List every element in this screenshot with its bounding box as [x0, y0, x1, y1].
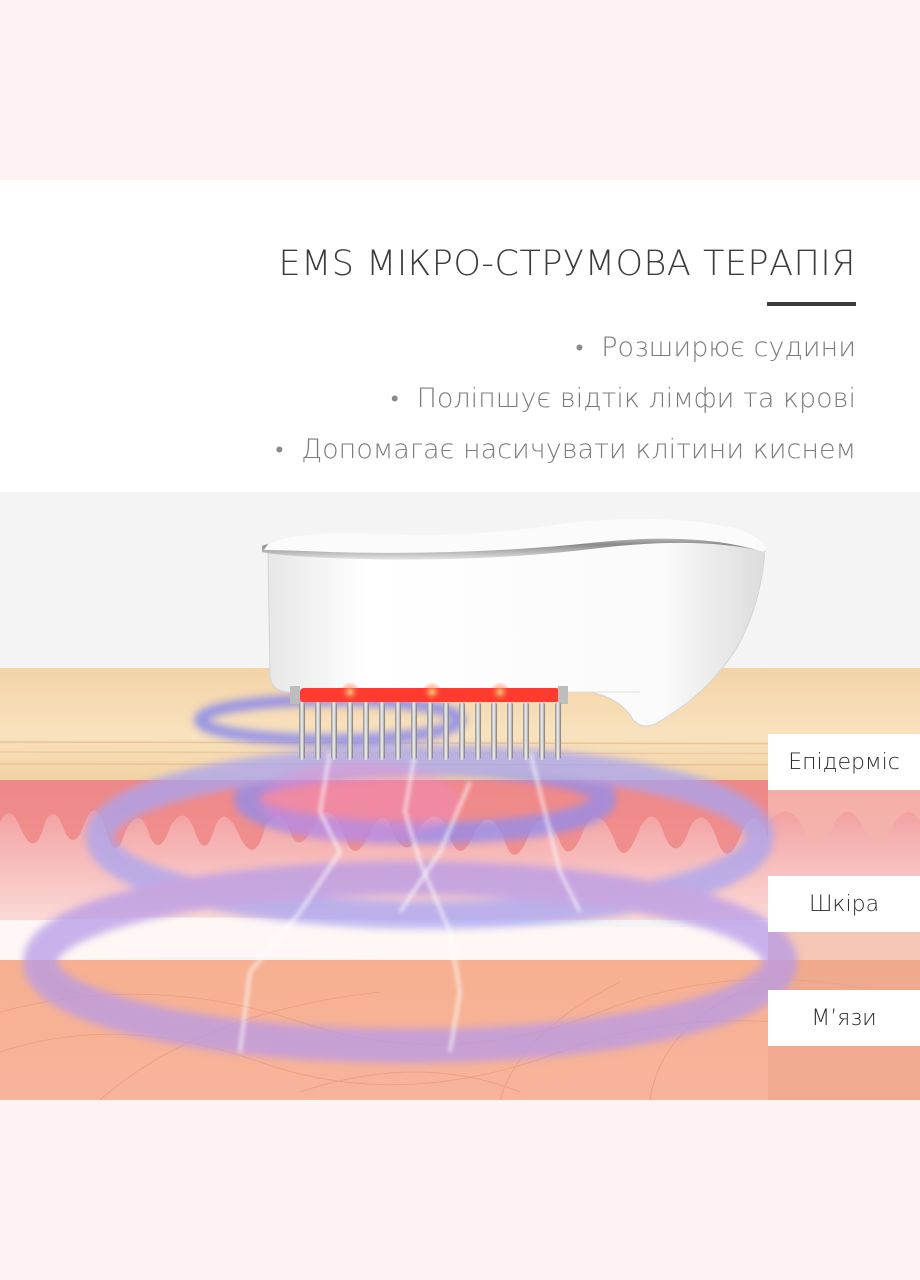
bullet-icon: •	[275, 438, 284, 463]
layer-label-epidermis: Епідерміс	[768, 734, 920, 790]
benefit-text: Розширює судини	[601, 332, 856, 363]
bullet-icon: •	[390, 387, 399, 412]
text-panel	[0, 180, 920, 492]
skin-layers-illustration	[0, 492, 920, 1100]
device-illustration-icon	[0, 492, 920, 1100]
benefit-item: • Допомагає насичувати клітини киснем	[276, 424, 857, 475]
benefit-item: • Поліпшує відтік лімфи та крові	[276, 373, 856, 424]
benefit-item: • Розширює судини	[276, 322, 856, 373]
bullet-icon: •	[575, 336, 584, 361]
benefits-list: • Розширює судини • Поліпшує відтік лімфи …	[276, 322, 857, 475]
bottom-band	[0, 1100, 920, 1280]
page-title: EMS МІКРО-СТРУМОВА ТЕРАПІЯ	[278, 244, 856, 284]
title-divider	[767, 302, 856, 306]
top-band	[0, 0, 920, 180]
benefit-text: Допомагає насичувати клітини киснем	[301, 434, 856, 465]
benefit-text: Поліпшує відтік лімфи та крові	[416, 383, 856, 414]
layer-label-muscles: М’язи	[768, 990, 920, 1046]
layer-label-skin: Шкіра	[768, 876, 920, 932]
